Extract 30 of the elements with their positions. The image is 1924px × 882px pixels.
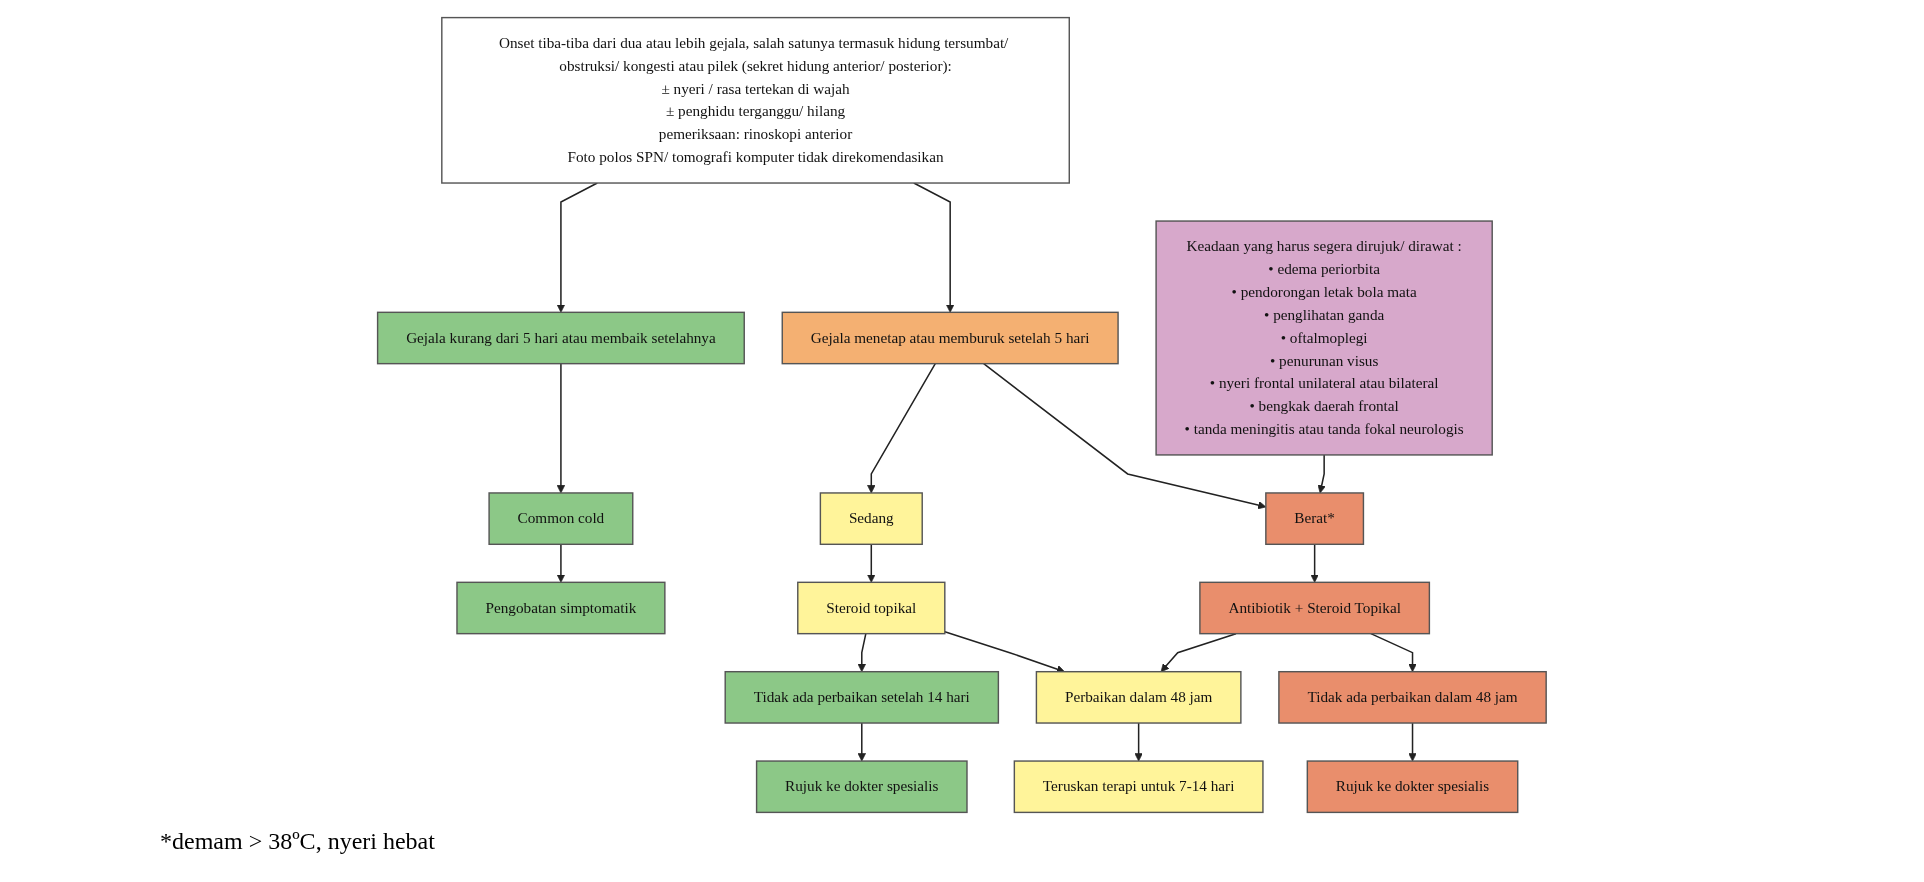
arrow: [1310, 543, 1319, 583]
arrow: [556, 362, 566, 494]
arrow: [1370, 632, 1417, 673]
arrow: [857, 722, 867, 762]
node-box: Sedang: [819, 492, 924, 545]
arrow: [867, 362, 937, 494]
node-box: Common cold: [488, 492, 634, 545]
node-box: Gejala menetap atau memburuk setelah 5 hari: [781, 311, 1119, 365]
node-box: Tidak ada perbaikan dalam 48 jam: [1278, 670, 1547, 724]
arrow: [1408, 722, 1417, 762]
node-box: Pengobatan simptomatik: [456, 581, 666, 635]
arrow: [857, 632, 867, 673]
arrow: [1317, 454, 1326, 494]
node-box: Perbaikan dalam 48 jam: [1035, 670, 1242, 724]
node-box: Rujuk ke dokter spesialis: [1306, 760, 1519, 814]
node-box: Tidak ada perbaikan setelah 14 hari: [724, 670, 1000, 724]
arrow: [867, 543, 876, 583]
arrow: [913, 182, 955, 313]
node-box: Steroid topikal: [797, 581, 946, 635]
node-box: Gejala kurang dari 5 hari atau membaik setelahnya: [377, 311, 746, 365]
node-box: Teruskan terapi untuk 7-14 hari: [1013, 760, 1264, 814]
footnote: *demam > 38ºC, nyeri hebat: [160, 828, 435, 854]
arrow: [1134, 722, 1143, 762]
node-box: Berat*: [1265, 492, 1365, 545]
arrow: [1160, 632, 1237, 673]
arrow: [556, 543, 566, 583]
node-box: Antibiotik + Steroid Topikal: [1199, 581, 1431, 635]
node-box: Onset tiba-tiba dari dua atau lebih gejala, salah satunya termasuk hidung tersumbat/ obstruksi/ kongesti atau pilek (sekret hidung anterior/ posterior): ± nyeri / rasa tertekan di wajah ± penghidu terganggu/ hilang pemeriksaan: rinoskopi anterior Foto polos SPN/ tomografi komputer tidak direkomendasikan: [441, 16, 1071, 184]
node-box: Rujuk ke dokter spesialis: [756, 760, 968, 814]
node-box: Keadaan yang harus segera dirujuk/ dirawat : • edema periorbita • pendorongan letak bola mata • penglihatan ganda • oftalmoplegi • penurunan visus • nyeri frontal unilateral atau bilateral • bengkak daerah frontal • tanda meningitis atau tanda fokal neurologis: [1155, 220, 1494, 456]
